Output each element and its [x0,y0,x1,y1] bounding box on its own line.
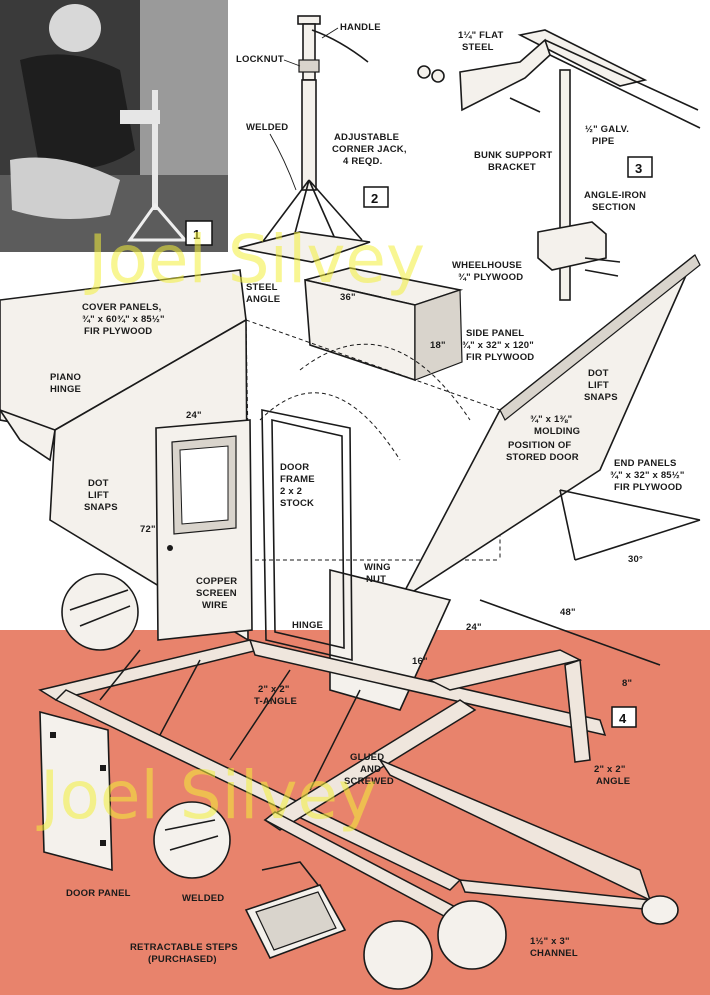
detail-circle-top [61,573,139,651]
wheelhouse-box [304,267,464,382]
label-door-frame-line3: 2 x 2 [280,486,302,497]
figure-number-1: 1 [193,227,200,242]
label-flat-steel-line2: STEEL [462,42,494,53]
label-molding-line1: ¾" x 1⅜" [530,414,572,425]
label-end-line1: END PANELS [614,458,677,469]
label-side-line3: FIR PLYWOOD [466,352,534,363]
label-tangle-line2: T-ANGLE [254,696,297,707]
label-tangle-line1: 2" x 2" [258,684,290,695]
label-copper-line3: WIRE [202,600,228,611]
retractable-steps [244,861,347,960]
detail-circle-bottom-right [437,900,507,970]
label-door-frame-line1: DOOR [280,462,309,473]
label-welded-bottom: WELDED [182,893,224,904]
bunk-support-bracket [417,29,701,301]
label-dot-snaps-right-line2: LIFT [588,380,609,391]
label-steps-line2: (PURCHASED) [148,954,217,965]
label-angle-iron-line1: ANGLE-IRON [584,190,646,201]
label-side-line1: SIDE PANEL [466,328,524,339]
corner-jack [237,15,371,263]
label-angle-iron-line2: SECTION [592,202,636,213]
figure-number-3: 3 [635,161,642,176]
label-stored-line1: POSITION OF [508,440,571,451]
label-hinge: HINGE [292,620,323,631]
watermark-top: Joel Silvey [84,221,425,298]
label-dot-snaps-left-line3: SNAPS [84,502,118,513]
label-cover-line1: COVER PANELS, [82,302,162,313]
label-bunk-line1: BUNK SUPPORT [474,150,552,161]
label-copper-line2: SCREEN [196,588,237,599]
dim-48: 48" [560,607,576,618]
trailer-chassis [38,638,679,931]
label-wingnut-line1: WING [364,562,391,573]
label-wheelhouse-line1: WHEELHOUSE [452,260,522,271]
label-door-frame-line2: FRAME [280,474,315,485]
dim-24-top: 24" [186,410,202,421]
label-angle2-line2: ANGLE [596,776,630,787]
label-jack-line3: 4 REQD. [343,156,382,167]
label-glued-line1: GLUED [350,752,384,763]
door-panel [39,710,113,872]
label-steel-angle-line1: STEEL [246,282,278,293]
figure-number-2: 2 [371,191,378,206]
label-side-line2: ¾" x 32" x 120" [462,340,534,351]
label-end-line2: ¾" x 32" x 85½" [610,470,685,481]
label-piano-line1: PIANO [50,372,81,383]
watermark-bottom: Joel Silvey [36,757,377,834]
label-molding-line2: MOLDING [534,426,580,437]
label-wheelhouse-line2: ¾" PLYWOOD [458,272,523,283]
dim-16: 16" [412,656,428,667]
label-channel-line2: CHANNEL [530,948,578,959]
label-copper-line1: COPPER [196,576,237,587]
dim-24-side: 24" [466,622,482,633]
label-steps-line1: RETRACTABLE STEPS [130,942,238,953]
dim-36: 36" [340,292,356,303]
label-jack-line1: ADJUSTABLE [334,132,399,143]
label-welded-top: WELDED [246,122,288,133]
label-glued-line3: SCREWED [344,776,394,787]
label-dot-snaps-left-line1: DOT [88,478,109,489]
door-open [155,419,253,641]
label-cover-line2: ¾" x 60¾" x 85½" [82,314,165,325]
label-handle: HANDLE [340,22,381,33]
label-cover-line3: FIR PLYWOOD [84,326,152,337]
label-door-panel: DOOR PANEL [66,888,131,899]
dim-18: 18" [430,340,446,351]
label-flat-steel-line1: 1¼" FLAT [458,30,504,41]
label-glued-line2: AND [360,764,381,775]
label-channel-line1: 1½" x 3" [530,936,570,947]
label-dot-snaps-right-line1: DOT [588,368,609,379]
figure-number-4: 4 [619,711,627,726]
door-frame [261,409,353,662]
camper-body [0,254,701,711]
detail-circle-bottom-mid [363,920,433,990]
dim-30deg: 30° [628,554,643,565]
label-jack-line2: CORNER JACK, [332,144,407,155]
dim-72: 72" [140,524,156,535]
photo-man-with-jack [0,0,228,252]
label-dot-snaps-left-line2: LIFT [88,490,109,501]
label-end-line3: FIR PLYWOOD [614,482,682,493]
label-piano-line2: HINGE [50,384,81,395]
label-wingnut-line2: NUT [366,574,386,585]
label-dot-snaps-right-line3: SNAPS [584,392,618,403]
dim-8: 8" [622,678,632,689]
label-galv-pipe-line1: ½" GALV. [585,124,629,135]
label-galv-pipe-line2: PIPE [592,136,614,147]
label-steel-angle-line2: ANGLE [246,294,280,305]
label-stored-line2: STORED DOOR [506,452,579,463]
label-locknut: LOCKNUT [236,54,284,65]
label-door-frame-line4: STOCK [280,498,314,509]
label-angle2-line1: 2" x 2" [594,764,626,775]
label-bunk-line2: BRACKET [488,162,536,173]
